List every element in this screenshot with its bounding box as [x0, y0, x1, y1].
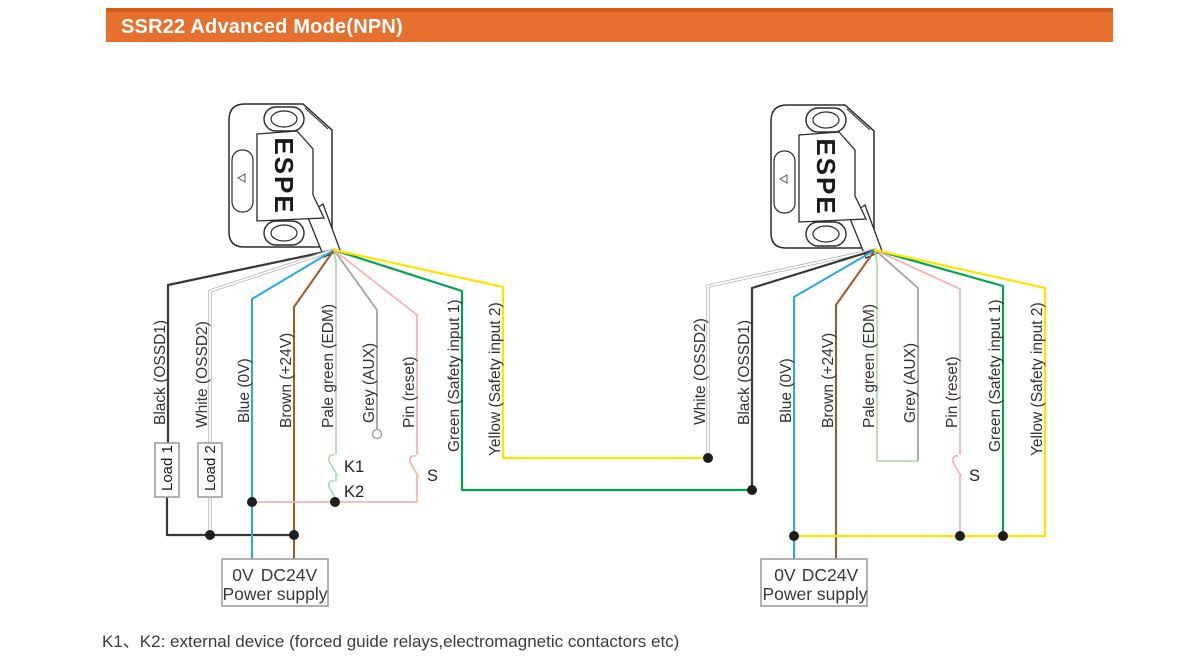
- wire-left-blue-0v: [251, 249, 335, 560]
- load1-label: Load 1: [159, 445, 176, 491]
- footnote: K1、K2: external device (forced guide rel…: [102, 632, 680, 651]
- wire-left-white-ossd2-core: [209, 249, 335, 444]
- page-title: SSR22 Advanced Mode(NPN): [121, 16, 403, 38]
- power-supply-caption: Power supply: [762, 584, 867, 604]
- device-bevel-edge: [846, 108, 871, 131]
- wire-label-right-brown: Brown (+24V): [820, 333, 837, 428]
- junction-dot: [247, 497, 257, 507]
- wire-left-yellow-safety2: [332, 248, 710, 460]
- load2-label: Load 2: [202, 445, 219, 491]
- sensor-device-right: ESPE: [770, 104, 883, 259]
- wire-label-right-blue: Blue (0V): [778, 358, 795, 423]
- wire-label-left-grey: Grey (AUX): [361, 343, 378, 423]
- load1-box: [154, 442, 180, 498]
- wire-label-left-green: Green (Safety input 1): [446, 300, 463, 453]
- relay-contact-k2: [328, 480, 338, 502]
- wire-right-black-ossd1: [750, 248, 877, 492]
- wire-label-right-black: Black (OSSD1): [736, 320, 753, 425]
- device-brand-label: ESPE: [811, 138, 841, 215]
- k1-label: K1: [344, 458, 364, 476]
- junction-dot: [955, 531, 965, 541]
- wire-right-white-ossd2-core: [707, 249, 876, 459]
- wire-left-white-ossd2-outline: [208, 248, 336, 445]
- wire-right-pink-reset: [874, 249, 961, 455]
- junction-dot: [205, 530, 215, 540]
- wire-label-left-yellow: Yellow (Safety input 2): [487, 302, 504, 456]
- device-panel: [256, 130, 326, 222]
- wire-left-pink-reset-to-0v: [251, 475, 418, 503]
- device-bevel-edge: [304, 107, 329, 130]
- power-dc24v-label: DC24V: [802, 565, 859, 585]
- wire-left-grey-aux: [333, 249, 378, 430]
- wire-label-right-white: White (OSSD2): [692, 318, 709, 425]
- wire-label-left-black: Black (OSSD1): [152, 320, 169, 425]
- wire-label-left-palegreen: Pale green (EDM): [320, 304, 337, 428]
- power-0v-label: 0V: [232, 565, 254, 585]
- load2-box: [197, 442, 223, 498]
- wire-label-left-pink: Pin (reset): [401, 357, 418, 429]
- power-dc24v-label: DC24V: [261, 565, 318, 585]
- power-supply-left: 0V DC24V Power supply: [221, 558, 329, 607]
- power-supply-box: [760, 558, 868, 607]
- wire-label-left-blue: Blue (0V): [236, 358, 253, 423]
- switch-s-label-right: S: [969, 467, 980, 485]
- wire-right-brown-24v: [835, 249, 876, 560]
- triangle-icon: [778, 174, 788, 184]
- wire-left-black-ossd1: [166, 248, 336, 445]
- junction-dot: [289, 530, 299, 540]
- switch-s-label-left: S: [427, 467, 438, 485]
- wire-left-pink-reset: [333, 249, 418, 455]
- junction-dot: [789, 531, 799, 541]
- wire-right-yellow-safety2: [792, 248, 1047, 538]
- junction-dot: [747, 485, 757, 495]
- wire-label-right-pink: Pin (reset): [944, 357, 961, 429]
- wire-left-palegreen-edm: [333, 249, 337, 455]
- wire-label-right-yellow: Yellow (Safety input 2): [1029, 302, 1046, 456]
- junction-dot: [330, 497, 340, 507]
- device-panel: [798, 131, 868, 223]
- junction-dot: [703, 453, 713, 463]
- power-supply-box: [221, 558, 329, 607]
- wire-label-right-palegreen: Pale green (EDM): [861, 304, 878, 428]
- switch-contact-s-left: [408, 454, 419, 477]
- power-supply-right: 0V DC24V Power supply: [760, 558, 868, 607]
- wire-left-brown-24v: [293, 249, 335, 560]
- wire-left-green-safety1: [332, 248, 754, 492]
- k2-label: K2: [344, 483, 364, 501]
- device-brand-label: ESPE: [269, 137, 299, 214]
- wire-right-blue-0v: [793, 249, 876, 560]
- lens-top-inner: [270, 110, 298, 128]
- sensor-device-left: ESPE: [228, 103, 341, 258]
- wire-label-right-green: Green (Safety input 1): [987, 300, 1004, 453]
- lens-top-inner: [812, 111, 840, 129]
- lens-bottom-inner: [270, 224, 298, 242]
- wire-label-right-grey: Grey (AUX): [902, 343, 919, 423]
- wire-right-grey-aux: [874, 249, 919, 461]
- wire-label-left-brown: Brown (+24V): [278, 333, 295, 428]
- aux-open-terminal: [371, 428, 383, 440]
- lens-bottom-inner: [812, 225, 840, 243]
- wire-label-left-white: White (OSSD2): [194, 321, 211, 428]
- junction-dot: [998, 531, 1008, 541]
- header-bar: SSR22 Advanced Mode(NPN): [106, 8, 1113, 42]
- relay-contact-k1: [328, 454, 338, 476]
- wire-right-palegreen-edm: [874, 249, 919, 462]
- wire-right-green-safety1: [873, 248, 1005, 538]
- power-0v-label: 0V: [774, 565, 796, 585]
- switch-contact-s-right: [951, 454, 962, 477]
- power-supply-caption: Power supply: [222, 584, 327, 604]
- triangle-icon: [236, 173, 246, 183]
